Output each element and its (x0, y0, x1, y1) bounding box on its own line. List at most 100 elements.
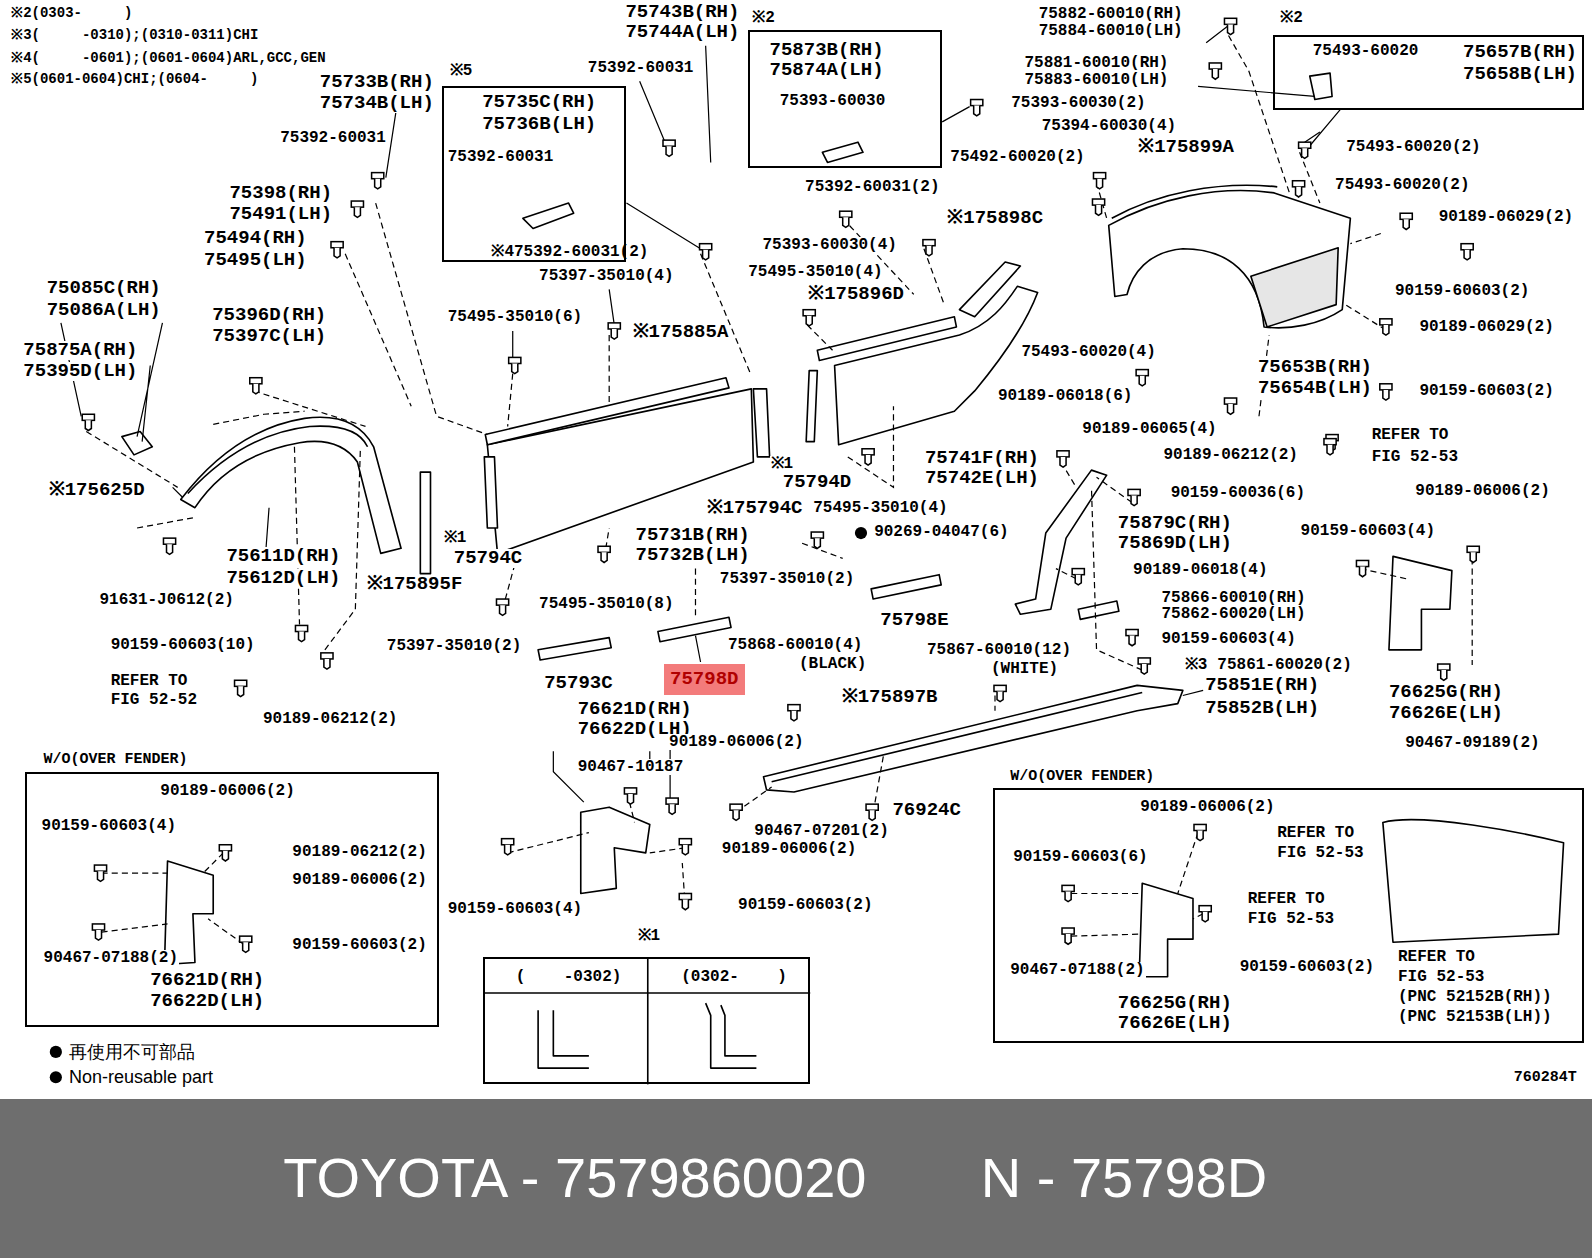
part-number: ※175885A (632, 323, 730, 342)
part-number: 90159-60603(4) (1160, 631, 1296, 647)
legend-text: Non-reusable part (69, 1068, 213, 1086)
part-number: 90159-60603(2) (291, 937, 427, 953)
part-number: 75794D (782, 473, 852, 492)
part-number: 75654B(LH) (1257, 379, 1373, 398)
variant-box: W/O(OVER FENDER)90189-06006(2)90159-6060… (25, 772, 438, 1028)
part-number: 75495(LH) (203, 251, 308, 270)
part-number: 75493-60020(2) (1345, 139, 1481, 155)
part-number: ※2 (1279, 10, 1304, 26)
part-number: REFER TO (1397, 949, 1476, 965)
part-number: REFER TO (1371, 427, 1450, 443)
part-number: ※175625D (48, 481, 146, 500)
part-number: 75875A(RH) (22, 341, 138, 360)
part-number: 76621D(RH) (577, 700, 693, 719)
part-number: 91631-J0612(2) (98, 592, 234, 608)
part-number: 75734B(LH) (319, 94, 435, 113)
part-number: 76626E(LH) (1388, 704, 1504, 723)
part-number: 90189-06006(2) (159, 783, 295, 799)
part-number: 90189-06065(4) (1081, 421, 1217, 437)
part-number: ※3 (1184, 657, 1209, 673)
part-number: 90189-06212(2) (262, 711, 398, 727)
part-number: 90159-60603(6) (1012, 849, 1148, 865)
variant-table: ※1( -0302)(0302- ) (483, 957, 810, 1084)
part-number: 75658B(LH) (1462, 65, 1578, 84)
part-number: 75881-60010(RH) (1023, 55, 1169, 71)
part-number: 75852B(LH) (1204, 699, 1320, 718)
note-text: ※3( -0310);(0310-0311)CHI (10, 28, 259, 42)
part-number: (BLACK) (798, 656, 867, 672)
part-number: 75736B(LH) (481, 115, 597, 134)
part-number: 90467-07188(2) (43, 950, 179, 966)
part-number: 75862-60020(LH) (1160, 606, 1306, 622)
part-number: 90467-07188(2) (1009, 962, 1145, 978)
part-number: (PNC 52152B(RH)) (1397, 989, 1553, 1005)
part-number: 75397-35010(4) (538, 268, 674, 284)
part-number: 75874A(LH) (769, 61, 885, 80)
part-number: 90159-60603(2) (1239, 959, 1375, 975)
part-number: 90159-60036(6) (1170, 485, 1306, 501)
part-number: 75882-60010(RH) (1038, 6, 1184, 22)
part-number: 90189-06018(6) (997, 388, 1133, 404)
part-number: 75793C (543, 674, 613, 693)
part-number: (0302- ) (680, 969, 788, 985)
variant-box: W/O(OVER FENDER)90189-06006(2)90159-6060… (993, 788, 1584, 1043)
part-number: 76625G(RH) (1388, 683, 1504, 702)
part-number: 76621D(RH) (149, 971, 265, 990)
note-text: ※2(0303- ) (10, 6, 133, 20)
part-number: 90159-60603(4) (447, 901, 583, 917)
part-number: 75396D(RH) (211, 306, 327, 325)
part-number: 75397C(LH) (211, 327, 327, 346)
part-number: FIG 52-53 (1276, 845, 1364, 861)
part-number: 75657B(RH) (1462, 43, 1578, 62)
part-number: ※1 (770, 456, 795, 472)
part-number: 90189-06006(2) (291, 872, 427, 888)
inset-box: ※275493-6002075657B(RH)75658B(LH) (1273, 35, 1584, 110)
part-number: 75742E(LH) (924, 469, 1040, 488)
part-number: 75869D(LH) (1117, 534, 1233, 553)
part-number: 90269-04047(6) (873, 524, 1009, 540)
part-number: 90189-06006(2) (1414, 483, 1550, 499)
part-number: REFER TO (1276, 825, 1355, 841)
part-number: ※175897B (841, 688, 939, 707)
part-number: 75492-60020(2) (949, 149, 1085, 165)
part-number: 75494(RH) (203, 229, 308, 248)
part-number: 90189-06212(2) (1163, 447, 1299, 463)
part-number: 90159-60603(2) (1394, 283, 1530, 299)
part-number: ( -0302) (515, 969, 623, 985)
part-number: 75493-60020(4) (1020, 344, 1156, 360)
part-number: W/O(OVER FENDER) (43, 752, 189, 767)
part-number: REFER TO (1247, 891, 1326, 907)
part-number: 75653B(RH) (1257, 358, 1373, 377)
part-number: 90159-60603(4) (41, 818, 177, 834)
part-number: FIG 52-53 (1397, 969, 1485, 985)
part-number: 75743B(RH) (624, 3, 740, 22)
part-number: ※5 (449, 63, 474, 79)
part-number: FIG 52-53 (1247, 911, 1335, 927)
part-number: 90189-06212(2) (291, 844, 427, 860)
part-number: 75393-60030(2) (1010, 95, 1146, 111)
part-number: ※175896D (807, 285, 905, 304)
part-number: 90189-06006(2) (721, 841, 857, 857)
part-number: 76625G(RH) (1117, 994, 1233, 1013)
part-number: 75873B(RH) (769, 41, 885, 60)
part-number: 75495-35010(4) (747, 264, 883, 280)
inset-box: ※275873B(RH)75874A(LH)75393-60030 (748, 30, 942, 167)
part-number: 90467-10187 (577, 759, 685, 775)
part-number: 75867-60010(12) (926, 642, 1072, 658)
part-number: 75731B(RH) (635, 526, 751, 545)
part-number: 90189-06006(2) (668, 734, 804, 750)
part-number: 75395D(LH) (22, 362, 138, 381)
part-number: 75397-35010(2) (386, 638, 522, 654)
part-number: 75491(LH) (228, 205, 333, 224)
part-number: ※1 (637, 928, 662, 944)
part-number: 76622D(LH) (149, 992, 265, 1011)
part-number: 90189-06029(2) (1418, 319, 1554, 335)
part-number: 75398(RH) (228, 184, 333, 203)
part-number: 90159-60603(2) (1418, 383, 1554, 399)
note-text: 760284T (1513, 1070, 1578, 1085)
part-number: 76626E(LH) (1117, 1014, 1233, 1033)
part-number: 75392-60031 (447, 149, 555, 165)
part-number: FIG 52-52 (110, 692, 198, 708)
part-number: 75394-60030(4) (1041, 118, 1177, 134)
part-number: 75868-60010(4) (727, 637, 863, 653)
